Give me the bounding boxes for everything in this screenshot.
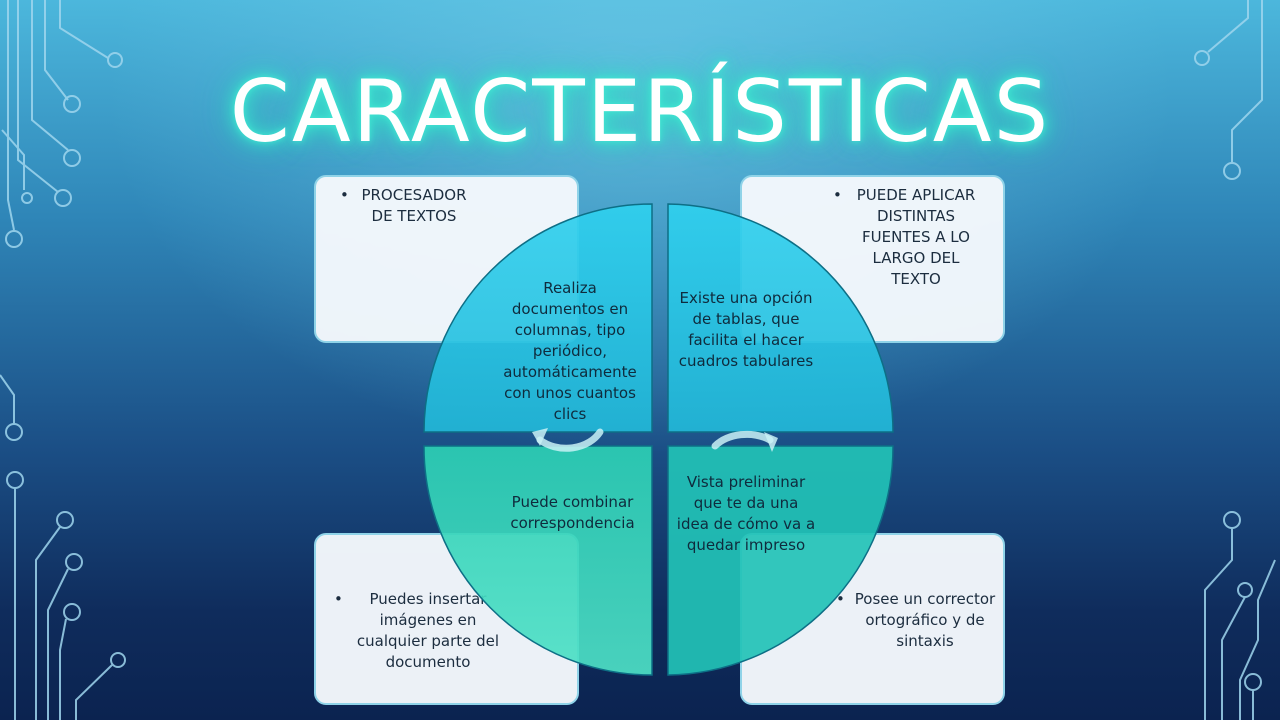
page-title: CARACTERÍSTICAS [229,62,1051,162]
feature-text: PUEDE APLICAR DISTINTAS FUENTES A LO LAR… [833,185,985,290]
feature-box-bottom-left: Puedes insertar imágenes en cualquier pa… [314,533,579,705]
quadrant-text-top-right: Existe una opción de tablas, que facilit… [678,289,814,370]
feature-box-bottom-right: Posee un corrector ortográfico y de sint… [740,533,1005,705]
quadrant-text-bottom-left: Puede combinar correspondencia [510,493,635,532]
feature-text: Puedes insertar imágenes en cualquier pa… [334,589,508,673]
feature-text: PROCESADOR DE TEXTOS [340,185,474,227]
quadrant-text-bottom-right: Vista preliminar que te da una idea de c… [676,473,816,554]
quadrant-text-top-left: Realiza documentos en columnas, tipo per… [503,279,637,423]
feature-text: Posee un corrector ortográfico y de sint… [836,589,1000,652]
